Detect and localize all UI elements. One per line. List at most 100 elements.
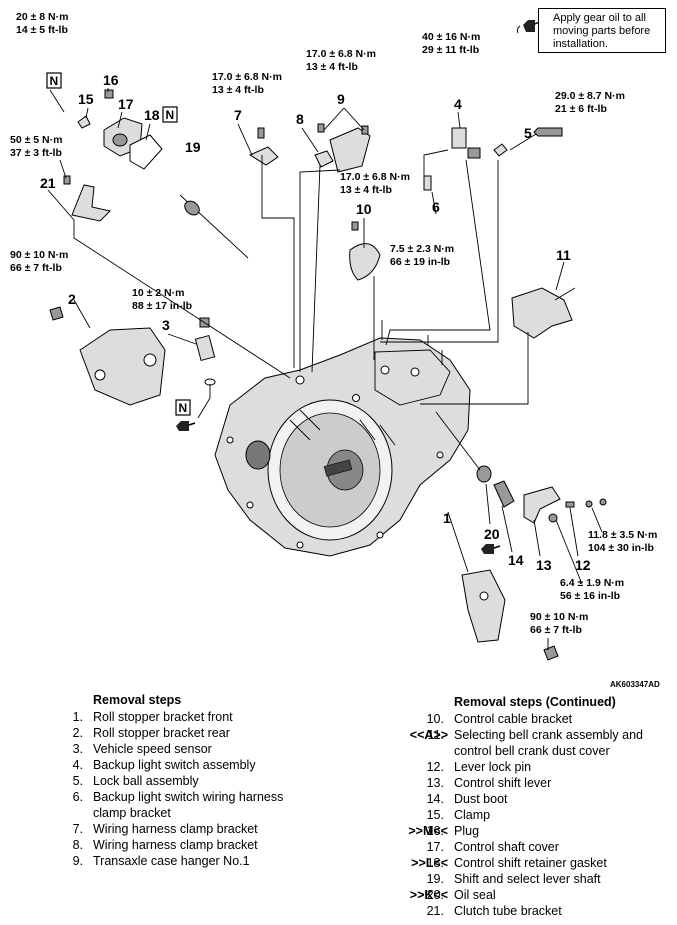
torque-label-9: 17.0 ± 6.8 N·m 13 ± 4 ft-lb [306,48,376,73]
step-label: Dust boot [454,792,508,806]
step-label: Transaxle case hanger No.1 [93,854,250,868]
step-label: Wiring harness clamp bracket [93,822,258,836]
torque-label-6: 7.5 ± 2.3 N·m 66 ± 19 in-lb [390,243,454,268]
step-row: >>L<<18.Control shift retainer gasket [411,855,674,871]
step-label: Roll stopper bracket rear [93,726,230,740]
svg-text:66 ± 7 ft-lb: 66 ± 7 ft-lb [10,262,62,274]
callout-17: 17 [118,96,134,112]
step-row: 4.Backup light switch assembly [73,757,333,773]
note-box: Apply gear oil to all moving parts befor… [538,8,666,53]
step-number: 8. [72,838,83,852]
svg-text:56 ± 16 in-lb: 56 ± 16 in-lb [560,590,620,602]
svg-text:13 ± 4 ft-lb: 13 ± 4 ft-lb [340,184,392,196]
step-label: Plug [454,824,480,838]
step-number: 19. [426,872,444,886]
torque-label-5: 29.0 ± 8.7 N·m 21 ± 6 ft-lb [555,90,625,115]
step-number: 15. [426,808,444,822]
part-8-clamp-bracket [314,150,334,168]
part-1-roll-stopper-bracket-front [461,569,559,661]
step-number: 5. [72,774,83,788]
part-10-control-cable-bracket [349,221,381,281]
step-label: Control shift retainer gasket [454,856,607,870]
callout-8: 8 [296,111,304,127]
step-row: 14.Dust boot [427,791,674,807]
step-number: 2. [72,726,83,740]
n-mark-icon: N [175,399,191,416]
callout-20: 20 [484,526,500,542]
step-mark: >>K<< [409,888,448,902]
step-number: 12. [426,760,444,774]
step-number: 13. [426,776,444,790]
callout-19: 19 [185,139,201,155]
torque-label-12: 6.4 ± 1.9 N·m 56 ± 16 in-lb [560,577,624,602]
step-row: 13.Control shift lever [427,775,674,791]
step-row: 3.Vehicle speed sensor [73,741,333,757]
step-label: Clamp [454,808,491,822]
callout-13: 13 [536,557,552,573]
part-14-dust-boot [493,480,515,508]
step-row: 7. Wiring harness clamp bracket [73,821,333,837]
step-label: Wiring harness clamp bracket [93,838,258,852]
svg-text:6.4 ± 1.9 N·m: 6.4 ± 1.9 N·m [560,577,624,589]
step-row: 15. Clamp [427,807,674,823]
svg-text:90 ± 10 N·m: 90 ± 10 N·m [530,611,588,623]
step-mark: >>M<< [408,824,448,838]
svg-text:90 ± 10 N·m: 90 ± 10 N·m [10,249,68,261]
callout-6: 6 [432,199,440,215]
svg-text:104 ± 30 in-lb: 104 ± 30 in-lb [588,542,654,554]
step-row: 17. Control shaft cover [427,839,674,855]
callout-10: 10 [356,201,372,217]
n-mark-icon: N [162,106,178,123]
steps-right-title: Removal steps (Continued) [454,695,616,709]
step-row: 8. Wiring harness clamp bracket [73,837,333,853]
svg-text:11.8 ± 3.5 N·m: 11.8 ± 3.5 N·m [588,529,657,541]
steps-left-title: Removal steps [93,693,182,707]
step-label: Oil seal [454,888,496,902]
steps-left-column: Removal steps 1.Roll stopper bracket fro… [73,692,333,869]
step-row: 6.Backup light switch wiring harness cla… [73,789,333,821]
svg-text:N: N [50,74,59,88]
torque-nm: 20 ± 8 N·m [16,11,68,23]
step-row: 10.Control cable bracket [427,711,674,727]
part-2-roll-stopper-bracket-rear [49,306,166,406]
callout-2: 2 [68,291,76,307]
step-number: 9. [72,854,83,868]
step-number: 21. [426,904,444,918]
step-row: 19.Shift and select lever shaft [427,871,674,887]
part-11-selecting-bell-crank [511,287,576,339]
step-label: Lock ball assembly [93,774,199,788]
step-number: 18. [426,856,444,870]
note-text: Apply gear oil to all moving parts befor… [553,12,651,50]
step-row: >>K<<20.Oil seal [410,887,674,903]
callout-7: 7 [234,107,242,123]
step-row: 12.Lever lock pin [427,759,674,775]
torque-label-21: 50 ± 5 N·m 37 ± 3 ft-lb [10,134,62,159]
svg-text:7.5 ± 2.3 N·m: 7.5 ± 2.3 N·m [390,243,454,255]
part-13-control-shift-lever [523,486,561,524]
transaxle-case [214,320,471,557]
svg-text:66 ± 7 ft-lb: 66 ± 7 ft-lb [530,624,582,636]
svg-text:40 ± 16 N·m: 40 ± 16 N·m [422,31,480,43]
step-label: Vehicle speed sensor [93,742,212,756]
step-label: Selecting bell crank assembly and contro… [454,728,643,758]
steps-right-column: Removal steps (Continued) 10.Control cab… [408,694,674,919]
svg-text:17.0 ± 6.8 N·m: 17.0 ± 6.8 N·m [306,48,376,60]
svg-text:29 ± 11 ft-lb: 29 ± 11 ft-lb [422,44,479,56]
oil-can-icon [176,421,196,431]
step-number: 1. [72,710,83,724]
n-mark-icon: N [46,72,62,89]
part-21-clutch-tube-bracket [63,175,111,222]
svg-text:N: N [166,108,175,122]
step-number: 6. [72,790,83,804]
oil-can-icon [481,544,501,554]
step-row: <<A>>11.Selecting bell crank assembly an… [410,727,674,759]
callout-5: 5 [524,125,532,141]
callout-4: 4 [454,96,462,112]
torque-label-2: 90 ± 10 N·m 66 ± 7 ft-lb [10,249,68,274]
callout-16: 16 [103,72,119,88]
step-number: 17. [426,840,444,854]
figure-id: AK603347AD [610,680,660,689]
step-number: 7. [72,822,83,836]
svg-text:13 ± 4 ft-lb: 13 ± 4 ft-lb [212,84,264,96]
step-label: Control shaft cover [454,840,559,854]
